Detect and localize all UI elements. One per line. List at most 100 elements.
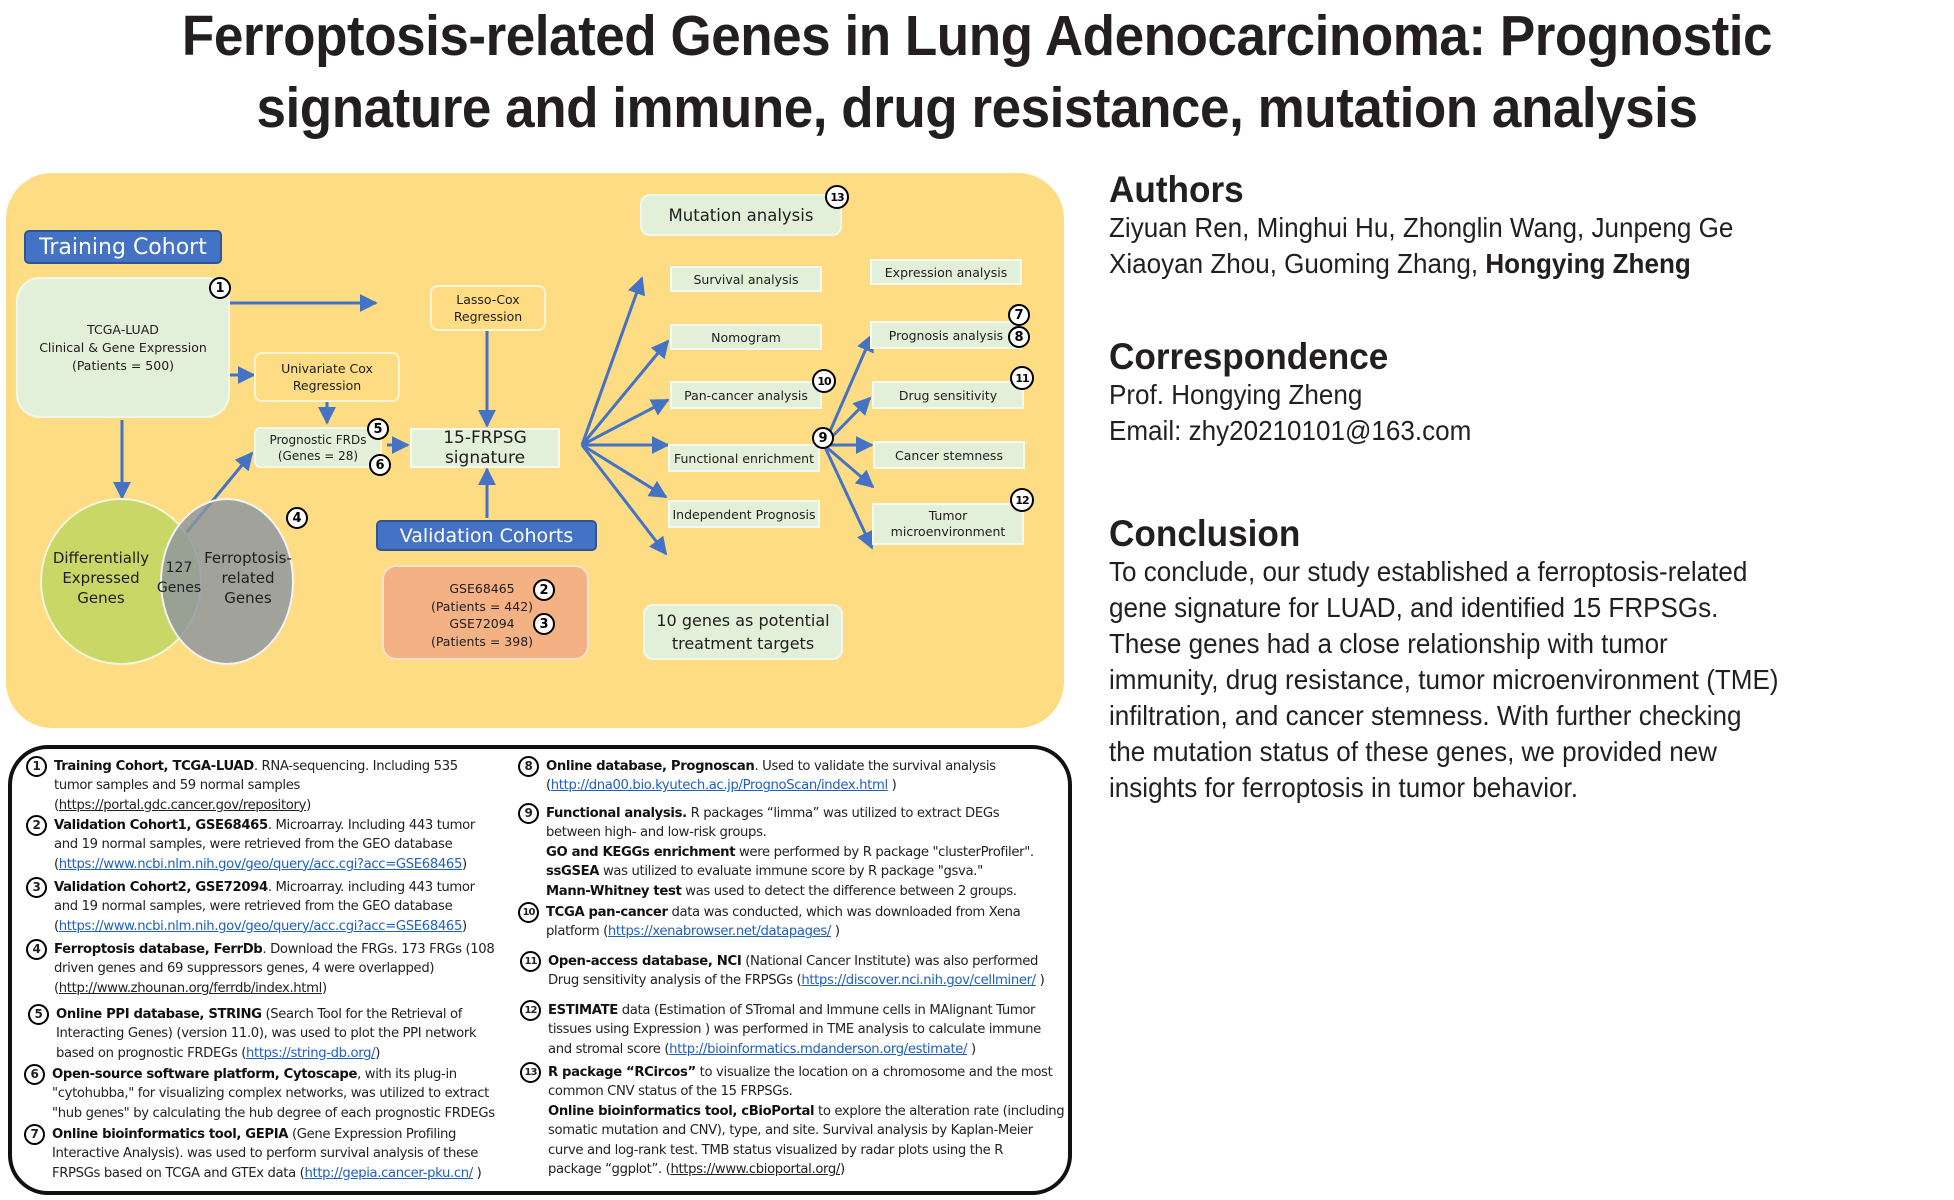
ref-text: to explore the alteration rate (includin… [814,1103,1065,1119]
venn-deg-line-3: Genes [77,589,125,607]
reference-item-11: 11 Open-access database, NCI (National C… [520,951,1045,991]
correspondence-name: Prof. Hongying Zheng [1109,379,1363,410]
venn-frg-label: Ferroptosis- related Genes [202,548,294,608]
tme-line-1: Tumor [928,508,968,523]
correspondence-email[interactable]: Email: zhy20210101@163.com [1109,415,1472,446]
ref-text: (Search Tool for the Retrieval of [261,1007,463,1022]
ref-badge-6: 6 [24,1064,45,1085]
arrow-to-functional [581,443,668,499]
dataset-gse68465: GSE68465 [449,581,515,596]
targets-line-1: 10 genes as potential [656,611,830,630]
venn-deg-line-1: Differentially [52,549,150,567]
badge-6: 6 [369,454,391,476]
ref-text: data (Estimation of STromal and Immune c… [617,1003,1036,1018]
badge-11: 11 [1010,366,1034,390]
pan-cancer-analysis-box: Pan-cancer analysis [670,381,822,409]
tcga-line-1: TCGA-LUAD [87,321,159,337]
ref-text: ) [887,778,897,794]
ref-badge-13: 13 [520,1062,541,1083]
ref-link[interactable]: http://bioinformatics.mdanderson.org/est… [669,1041,968,1057]
venn-frg-line-2: related [221,569,275,587]
badge-10: 10 [812,369,836,393]
correspondence-section: Correspondence Prof. Hongying Zheng Emai… [1109,337,1499,449]
ref-text: ( [54,797,59,813]
ref-text: (National Cancer Institute) was also per… [741,954,1039,969]
venn-circle-frg [160,498,294,665]
authors-heading: Authors [1109,169,1244,210]
ref-text: ) [375,1045,380,1061]
venn-frg-line-3: Genes [224,589,272,607]
title-line-1: Ferroptosis-related Genes in Lung Adenoc… [181,4,1773,68]
ref-text: ) [967,1041,976,1057]
reference-item-9: 9 Functional analysis. R packages “limma… [518,803,1034,901]
reference-item-7: 7 Online bioinformatics tool, GEPIA (Gen… [24,1124,482,1183]
targets-line-2: treatment targets [671,634,815,653]
ref-link[interactable]: https://string-db.org/ [246,1045,376,1061]
reference-item-2: 2 Validation Cohort1, GSE68465. Microarr… [26,815,475,874]
ref-text: . Used to validate the survival analysis [754,759,996,774]
arrow-to-nomogram [581,398,670,447]
independent-prognosis-box: Independent Prognosis [668,500,820,528]
training-cohort-header: Training Cohort [24,230,222,264]
ref-text: ( [54,918,59,934]
badge-3: 3 [533,613,555,635]
conclusion-line: infiltration, and cancer stemness. With … [1109,700,1742,731]
ref-link[interactable]: https://discover.nci.nih.gov/cellminer/ [801,973,1036,989]
ref-link[interactable]: http://gepia.cancer-pku.cn/ [304,1165,473,1181]
venn-frg-line-1: Ferroptosis- [204,549,292,567]
tcga-line-2: Clinical & Gene Expression [39,339,207,355]
authors-line-2: Xiaoyan Zhou, Guoming Zhang, Hongying Zh… [1109,246,1733,282]
ref-link[interactable]: https://www.ncbi.nlm.nih.gov/geo/query/a… [58,856,463,872]
ref-badge-5: 5 [28,1004,49,1025]
ref-text: ) [830,924,840,940]
ref-title: Online bioinformatics tool, GEPIA [52,1127,289,1142]
conclusion-line: insights for ferroptosis in tumor behavi… [1109,772,1578,803]
ref-link[interactable]: https://xenabrowser.net/datapages/ [607,924,831,940]
tcga-luad-box: TCGA-LUAD Clinical & Gene Expression (Pa… [16,277,230,418]
ref-text: was used to detect the difference betwee… [681,883,1017,899]
ref-badge-2: 2 [26,815,47,836]
arrow-to-survival [580,339,670,446]
ref-badge-4: 4 [26,939,47,960]
validation-datasets-text: GSE68465 (Patients = 442) GSE72094 (Pati… [384,580,580,650]
correspondence-heading: Correspondence [1109,336,1389,377]
ref-text: and 19 normal samples, were retrieved fr… [54,899,453,915]
badge-5: 5 [367,418,389,440]
reference-item-5: 5 Online PPI database, STRING (Search To… [28,1004,477,1063]
ref-text: (Gene Expression Profiling [288,1127,457,1142]
tumor-microenvironment-box: Tumor microenvironment [872,503,1024,545]
reference-item-10: 10 TCGA pan-cancer data was conducted, w… [518,902,1021,942]
ref-link[interactable]: http://www.zhounan.org/ferrdb/index.html [58,980,322,996]
ref-link[interactable]: https://portal.gdc.cancer.gov/repository [58,797,307,813]
ref-title: Online PPI database, STRING [56,1007,262,1022]
ref-text: were performed by R package "clusterProf… [735,844,1034,860]
ref-title: Functional analysis. [546,806,687,821]
ref-text: "hub genes" by calculating the hub degre… [52,1105,495,1121]
ref-link[interactable]: https://www.ncbi.nlm.nih.gov/geo/query/a… [58,918,463,934]
validation-datasets-box: GSE68465 (Patients = 442) GSE72094 (Pati… [382,565,589,660]
conclusion-section: Conclusion To conclude, our study establ… [1109,514,1829,806]
ref-text: Drug sensitivity analysis of the FRPSGs … [548,973,802,989]
ref-text: based on prognostic FRDEGs ( [56,1045,246,1061]
badge-1: 1 [209,277,231,299]
ref-text: "cytohubba," for visualizing complex net… [52,1086,489,1102]
ref-text: ( [54,856,59,872]
conclusion-line: the mutation status of these genes, we p… [1109,736,1717,767]
ref-text: tissues using Expression ) was performed… [548,1022,1041,1038]
ref-text: and stromal score ( [548,1041,670,1057]
ref-text: FRPSGs based on TCGA and GTEx data ( [52,1165,305,1181]
ref-link[interactable]: http://dna00.bio.kyutech.ac.jp/PrognoSca… [550,778,888,794]
reference-item-8: 8 Online database, Prognoscan. Used to v… [518,756,996,796]
ref-text: to visualize the location on a chromosom… [695,1065,1053,1080]
ref-text: between high- and low-risk groups. [546,825,767,841]
prognosis-analysis-box: Prognosis analysis [870,321,1022,349]
ref-title: TCGA pan-cancer [546,905,668,920]
mutation-analysis-box: Mutation analysis [640,194,842,236]
ref-title: Open-access database, NCI [548,954,742,969]
univariate-line-2: Regression [292,378,362,393]
ref-title: GO and KEGGs enrichment [546,844,736,860]
badge-8: 8 [1008,326,1030,348]
ref-link[interactable]: https://www.cbioportal.org/ [670,1162,840,1178]
badge-13: 13 [825,185,849,209]
ref-title: Ferroptosis database, FerrDb [54,942,263,957]
